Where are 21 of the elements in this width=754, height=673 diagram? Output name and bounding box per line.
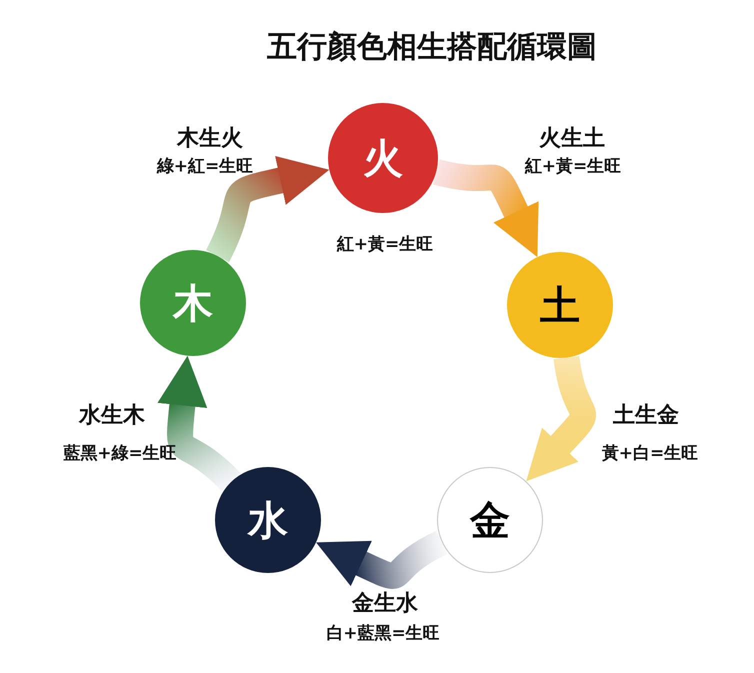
color-formula: 紅+黃=生旺	[524, 156, 622, 178]
arrow	[433, 159, 539, 258]
element-circle: 木	[140, 250, 246, 356]
color-formula: 黃+白=生旺	[602, 442, 698, 464]
element-circle: 金	[437, 467, 543, 573]
color-formula: 藍黑+綠=生旺	[63, 442, 177, 464]
color-formula: 白+藍黑=生旺	[326, 622, 440, 644]
title: 五行顏色相生搭配循環圖	[267, 28, 597, 66]
edge-label: 土生金	[613, 402, 679, 430]
caption-text: 紅+黃=生旺	[336, 234, 434, 256]
arrow	[526, 356, 596, 482]
edge-label: 金生水	[352, 590, 418, 618]
edge-label: 水生木	[79, 402, 145, 430]
element-circle: 火	[328, 103, 438, 213]
edge-label: 木生火	[177, 125, 243, 153]
arrow	[206, 156, 330, 262]
element-circle: 水	[215, 467, 321, 573]
arrow	[316, 530, 448, 589]
color-formula: 綠+紅=生旺	[156, 156, 254, 178]
edge-label: 火生土	[539, 125, 605, 153]
element-circle: 土	[507, 252, 613, 358]
